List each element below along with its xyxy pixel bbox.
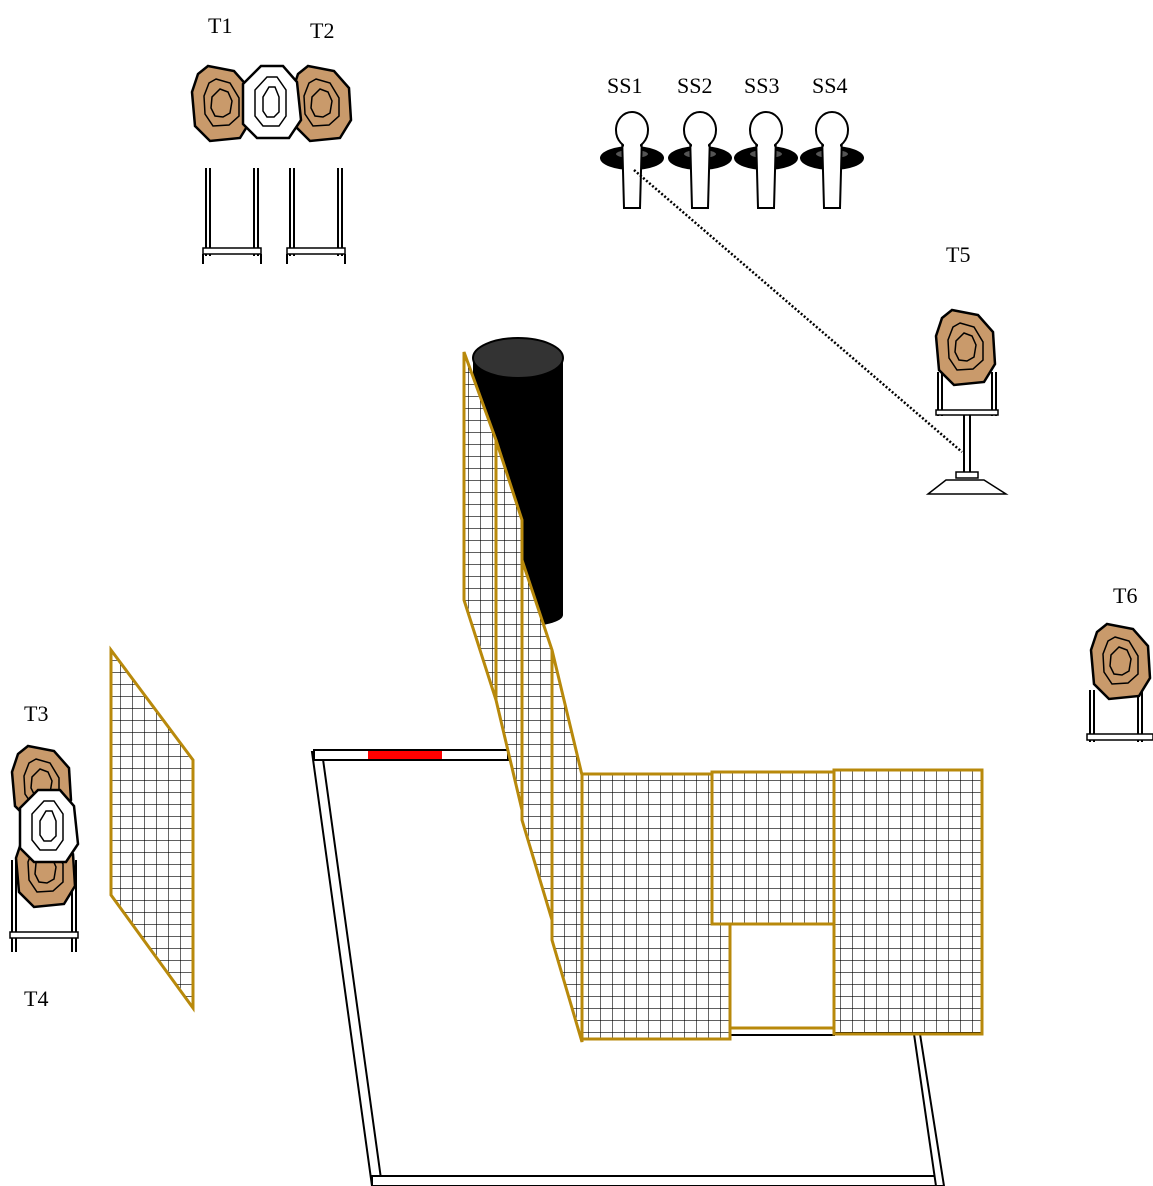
steel-popper-icon xyxy=(599,111,665,209)
activator-plate-icon xyxy=(925,479,1009,495)
no-shoot-target-icon xyxy=(241,64,303,140)
start-position-marker xyxy=(368,751,442,759)
mesh-wall-over-port xyxy=(710,770,836,926)
steel-popper-icon xyxy=(733,111,799,209)
label-t2: T2 xyxy=(310,18,334,43)
port-opening xyxy=(728,922,836,1030)
label-t6: T6 xyxy=(1113,583,1137,608)
target-t6 xyxy=(1086,622,1153,742)
activation-cable xyxy=(633,169,963,453)
fault-line-left xyxy=(310,751,384,1186)
label-ss3: SS3 xyxy=(744,73,779,98)
fault-line-right xyxy=(912,1033,946,1186)
target-group-t1-t2 xyxy=(190,64,353,265)
label-ss1: SS1 xyxy=(607,73,642,98)
moving-target-t5 xyxy=(925,308,1009,495)
steel-popper-icon xyxy=(799,111,865,209)
label-ss4: SS4 xyxy=(812,73,847,98)
label-t3: T3 xyxy=(24,701,48,726)
steel-popper-icon xyxy=(667,111,733,209)
target-group-t3-t4 xyxy=(9,744,80,952)
target-stand-t2 xyxy=(286,167,346,265)
label-ss2: SS2 xyxy=(677,73,712,98)
label-t1: T1 xyxy=(208,13,232,38)
mesh-wall-front-2 xyxy=(832,768,984,1036)
mesh-wall-left xyxy=(109,645,195,1013)
mesh-wall-diagonal xyxy=(462,351,584,1043)
label-t5: T5 xyxy=(946,242,970,267)
target-stand-t1 xyxy=(202,167,262,265)
mesh-wall-front-1 xyxy=(580,772,732,1041)
no-shoot-target-icon xyxy=(18,788,80,864)
paper-target-icon xyxy=(290,64,353,143)
fault-line-bottom xyxy=(371,1175,943,1186)
paper-target-icon xyxy=(1089,622,1152,701)
paper-target-icon xyxy=(934,308,997,387)
label-t4: T4 xyxy=(24,986,48,1011)
